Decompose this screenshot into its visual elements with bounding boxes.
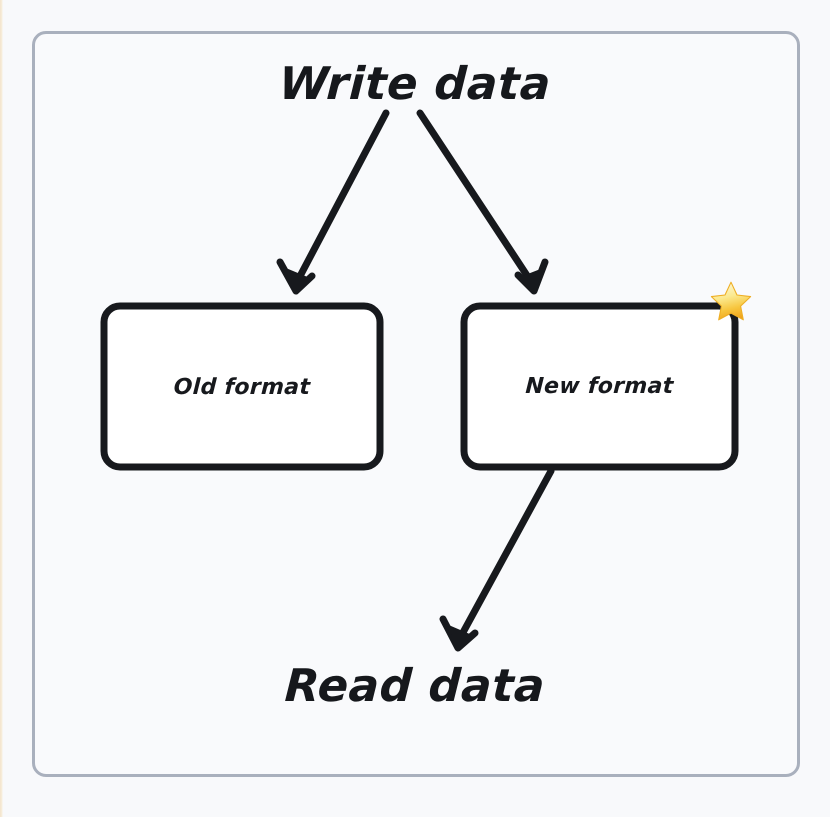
- read-data-title: Read data: [283, 659, 547, 712]
- node-label-new-format: New format: [524, 374, 675, 399]
- star-icon: [710, 281, 752, 321]
- write-data-title: Write data: [277, 57, 553, 110]
- page-edge-stripe: [0, 0, 3, 817]
- node-label-old-format: Old format: [173, 375, 311, 400]
